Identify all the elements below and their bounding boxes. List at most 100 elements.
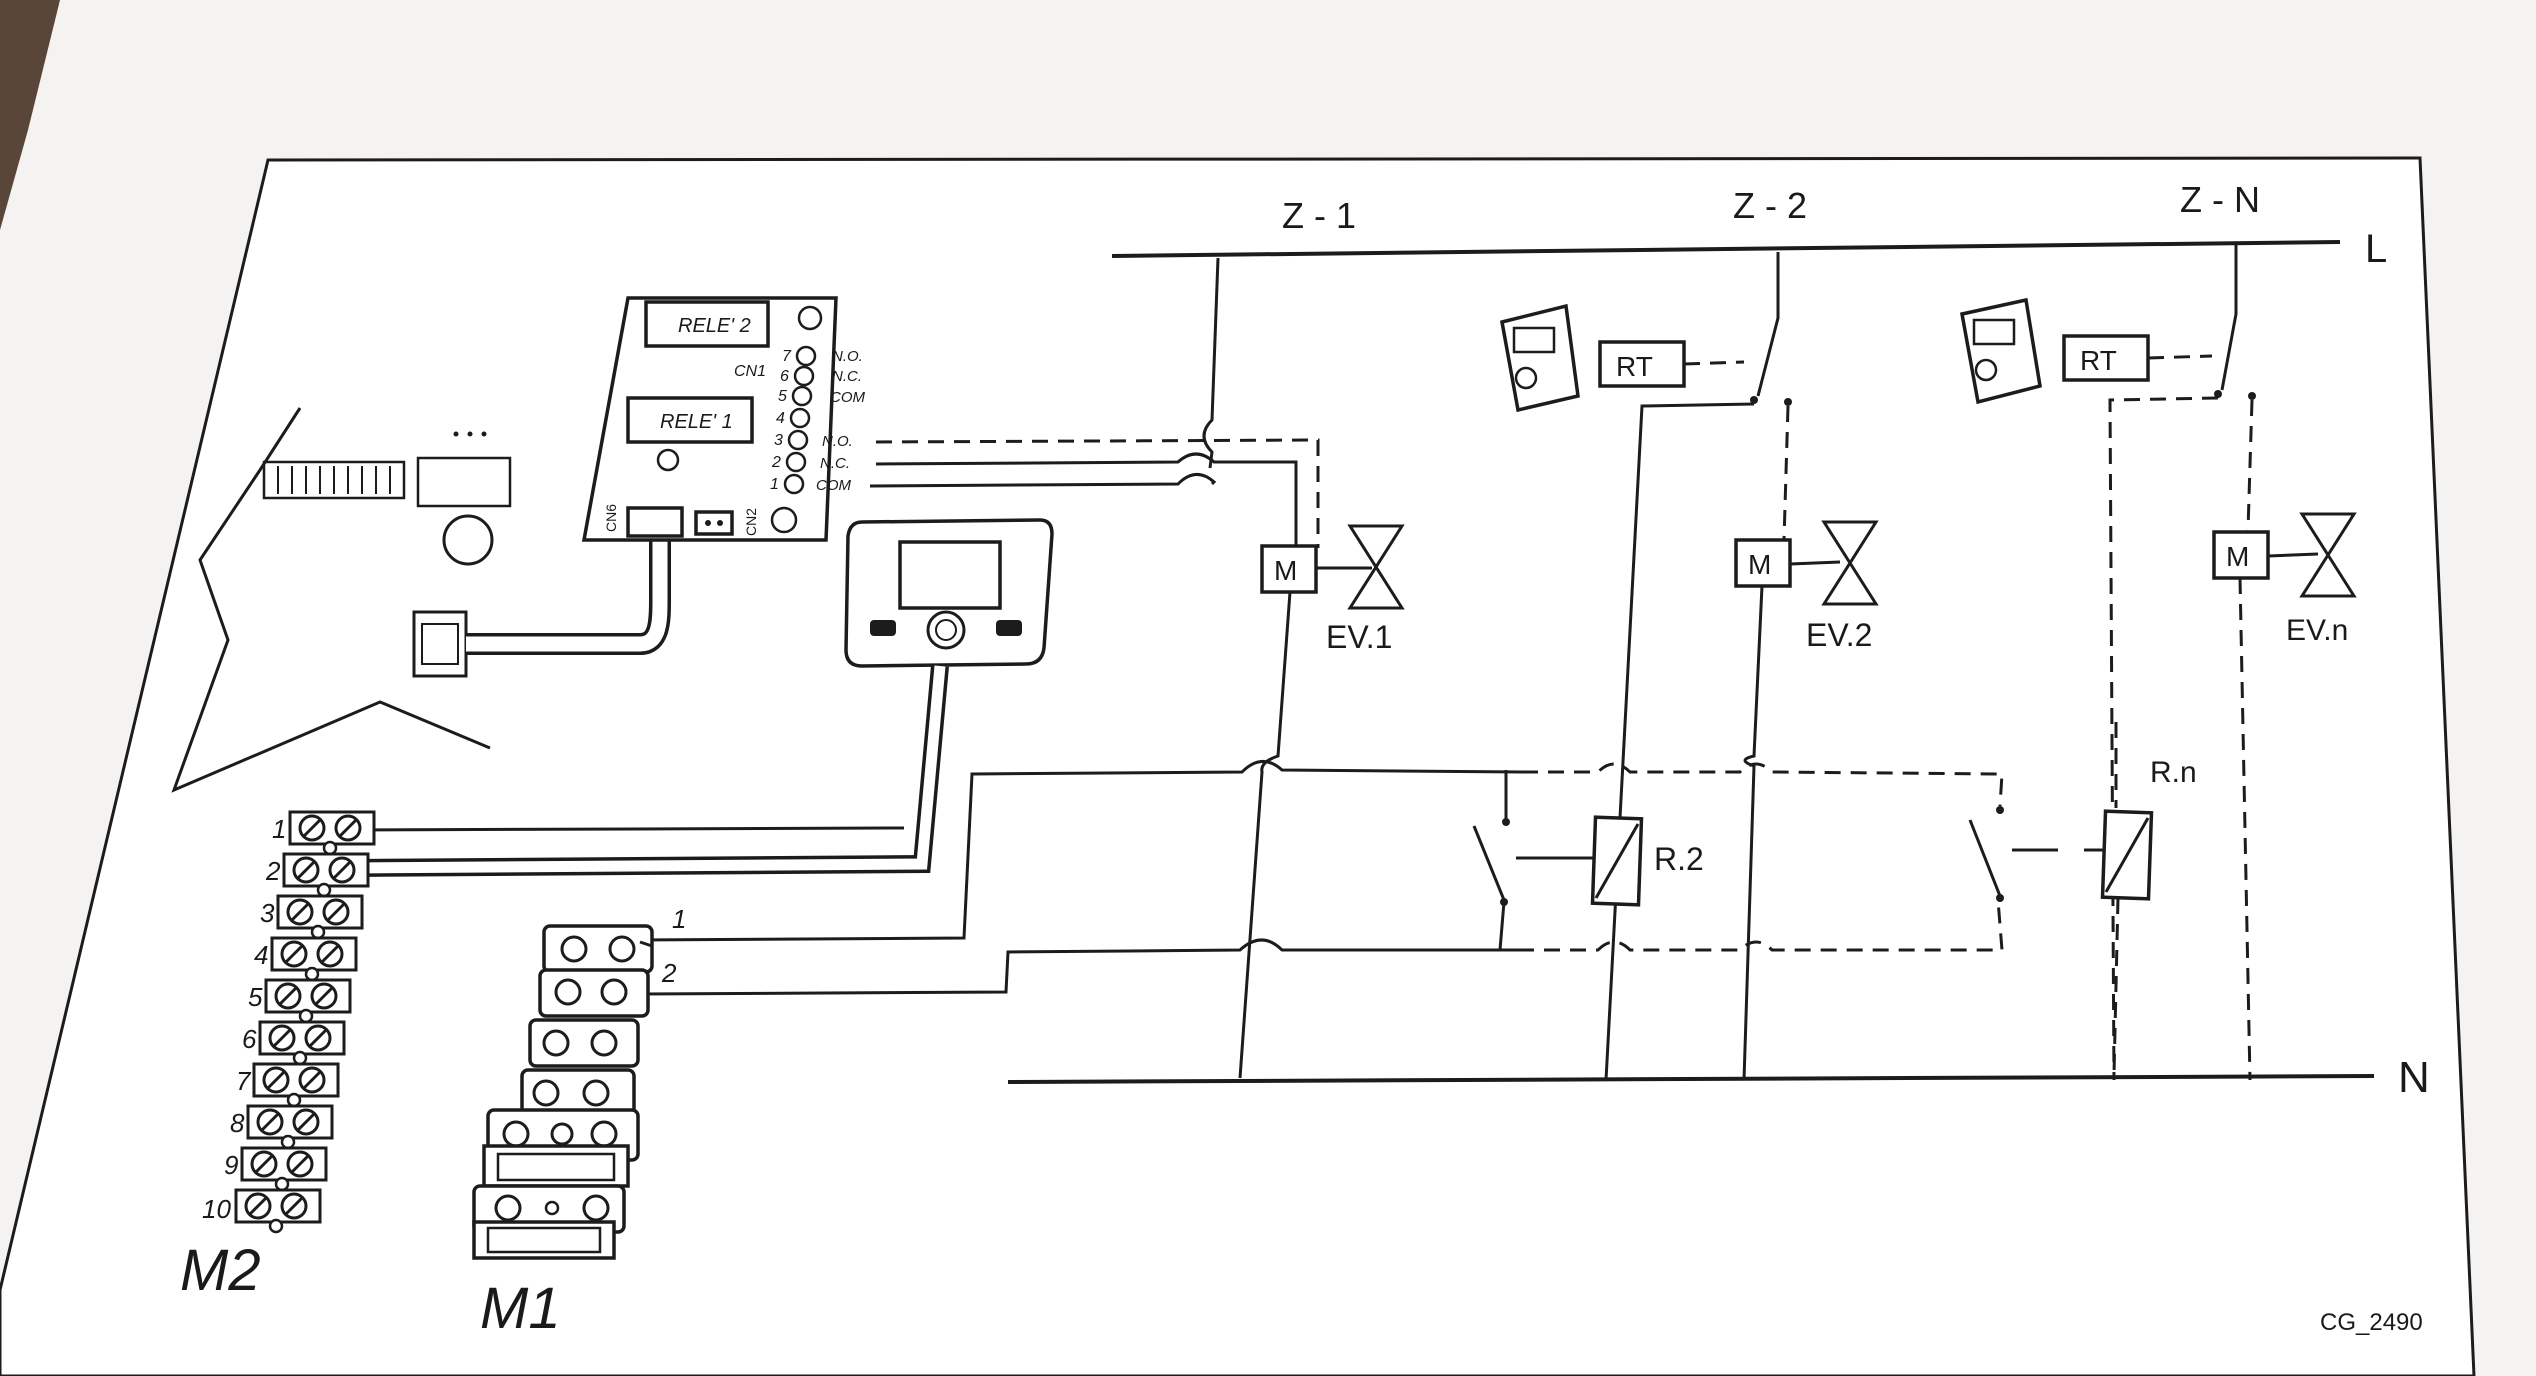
- m2-num-8: 8: [230, 1108, 245, 1138]
- remote-knob: [926, 610, 966, 650]
- m2-terminal-row: [240, 1146, 328, 1192]
- zone-2-neutral-wire: [1742, 585, 1764, 1081]
- zone-2-motor: [1734, 538, 1792, 588]
- m2-num-5: 5: [248, 982, 263, 1012]
- wire-no-dashed: [875, 438, 1320, 548]
- rn-contact: [1968, 819, 2002, 897]
- m2-pin-1-wire: [349, 826, 905, 832]
- pin-1-com-label: COM: [816, 477, 852, 494]
- ev-2-label: EV.2: [1806, 617, 1872, 653]
- rele-2-label: RELE' 2: [678, 315, 751, 337]
- ev-2-valve: [1821, 520, 1879, 606]
- rt-n-box: [2062, 334, 2150, 382]
- ev-n-label: EV.n: [2286, 614, 2348, 647]
- pcb-round-component: [442, 514, 494, 566]
- zone-n-switch: [2220, 244, 2238, 391]
- cn1-label: CN1: [734, 363, 766, 380]
- pin-5: 5: [778, 388, 787, 405]
- rele-2-block: [644, 300, 770, 348]
- r2-label: R.2: [1654, 841, 1704, 877]
- remote-button-right: [996, 620, 1022, 636]
- rt-2-link: [1683, 360, 1745, 366]
- pin-6-nc-label: N.C.: [832, 368, 862, 385]
- m2-num-7: 7: [236, 1066, 252, 1096]
- thermostat-2-device: [1499, 303, 1580, 413]
- pin-3-no-label: N.O.: [822, 433, 853, 450]
- m1-num-2: 2: [661, 958, 677, 988]
- pcb-outline: [171, 407, 491, 793]
- boiler-pcb: [171, 407, 512, 793]
- ev-1-label: EV.1: [1326, 619, 1392, 655]
- live-label: L: [2365, 227, 2387, 271]
- coil-bottom-dashed-line: [1518, 899, 2004, 952]
- rn-label: R.n: [2150, 756, 2197, 789]
- m2-terminal-row: [282, 852, 370, 898]
- r2-contact: [1472, 825, 1506, 901]
- room-thermostat-zone-2: [1499, 303, 1580, 413]
- m1-num-1: 1: [672, 904, 686, 934]
- m1-pin-1-line: [633, 760, 1523, 942]
- zone-1-motor: [1260, 544, 1318, 594]
- zone-2-motor-label: M: [1748, 549, 1771, 580]
- pin-6: 6: [780, 368, 789, 385]
- m2-terminal-row: [264, 978, 352, 1024]
- binding-edge: [0, 0, 60, 230]
- m2-terminal-block: M2: [180, 810, 376, 1303]
- cn6-connector: [626, 506, 684, 538]
- m2-num-1: 1: [272, 814, 286, 844]
- m1-pin-2-line: [641, 938, 1518, 996]
- m2-num-4: 4: [254, 940, 268, 970]
- rt-n-label: RT: [2080, 345, 2117, 376]
- m1-terminal-block: M1: [472, 924, 654, 1341]
- m2-terminal-row: [270, 936, 358, 982]
- m2-title: M2: [180, 1238, 261, 1303]
- pin-4: 4: [776, 410, 785, 427]
- zone-2-dashed-drop: [1782, 405, 1790, 541]
- m2-terminal-row: [258, 1020, 346, 1066]
- cn6-label: CN6: [603, 504, 619, 532]
- zone-1-motor-label: M: [1274, 555, 1297, 586]
- remote-control-panel: [844, 518, 1054, 668]
- pin-7-no-label: N.O.: [832, 348, 863, 365]
- m2-terminal-row: [252, 1062, 340, 1108]
- rele-1-block: [626, 396, 754, 444]
- rele-1-label: RELE' 1: [660, 411, 733, 433]
- thermostat-n-device: [1959, 297, 2042, 405]
- remote-button-left: [870, 620, 896, 636]
- rt-2-box: [1598, 340, 1686, 388]
- cn2-connector: [694, 510, 734, 536]
- pin-2-nc-label: N.C.: [820, 455, 850, 472]
- m2-terminal-row: [246, 1104, 334, 1150]
- m2-num-3: 3: [260, 898, 275, 928]
- wire-nc: [875, 452, 1298, 548]
- zone-2-label: Z - 2: [1733, 185, 1807, 226]
- m1-slot-1: [542, 924, 654, 974]
- m2-num-10: 10: [202, 1194, 231, 1224]
- m2-num-9: 9: [224, 1150, 238, 1180]
- pin-2: 2: [771, 454, 781, 471]
- pcb-connector-strip: [262, 460, 406, 500]
- zone-1-live-drop: [1202, 257, 1220, 469]
- live-line: [1111, 240, 2341, 258]
- pin-3: 3: [774, 432, 783, 449]
- zone-n-dashed-drop: [2246, 399, 2254, 531]
- neutral-line: [1007, 1074, 2375, 1084]
- relay-board: RELE' 2 RELE' 1 CN1 CN6 CN2 7 6 5 4 3 2 …: [581, 296, 866, 542]
- figure-code: CG_2490: [2320, 1309, 2423, 1336]
- m2-num-2: 2: [265, 856, 281, 886]
- m2-num-6: 6: [242, 1024, 257, 1054]
- m2-terminal-row: [276, 894, 364, 940]
- zone-2-switch: [1756, 252, 1780, 397]
- m1-slot-3: [528, 1018, 640, 1068]
- zone-1-label: Z - 1: [1282, 195, 1356, 236]
- neutral-label: N: [2398, 1053, 2430, 1102]
- coil-top-dashed-line: [1522, 762, 2004, 807]
- ev-1-valve: [1347, 524, 1405, 610]
- pin-7: 7: [782, 348, 792, 365]
- pcb-jumper-block: [416, 456, 512, 508]
- room-thermostat-zone-n: [1959, 297, 2042, 405]
- wire-com: [869, 473, 1217, 488]
- rt-2-label: RT: [1616, 351, 1653, 382]
